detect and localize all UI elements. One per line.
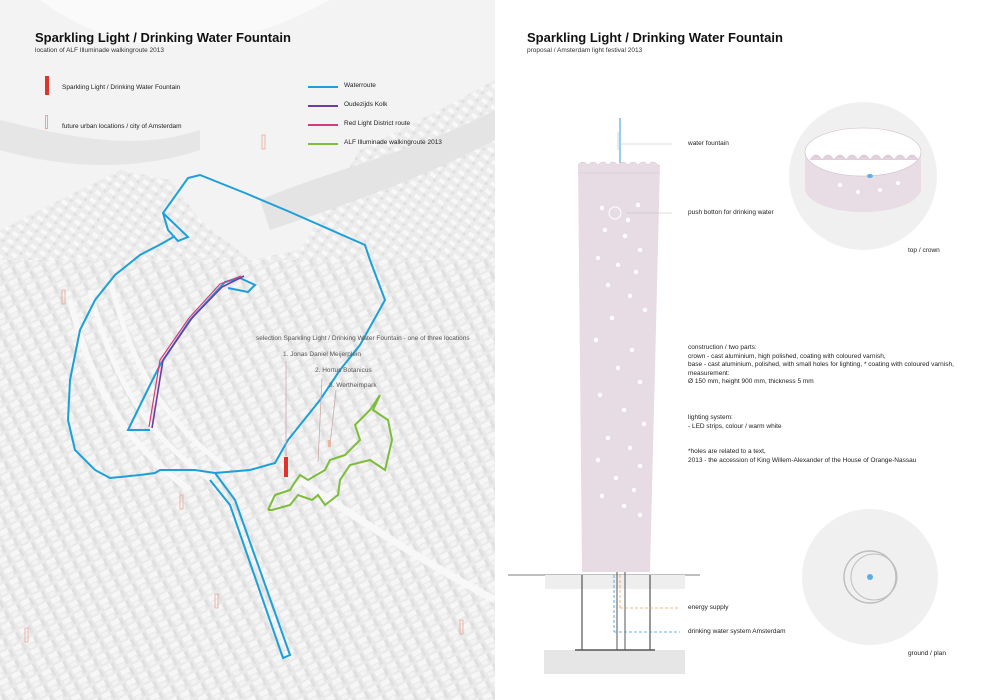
map-panel: Sparkling Light / Drinking Water Fountai…	[0, 0, 495, 700]
foundation-block	[544, 650, 685, 674]
location-1-label: 1. Jonas Daniel Meijerplein	[283, 351, 362, 358]
legend-alf-swatch	[308, 143, 338, 145]
water-fountain-label: water fountain	[688, 140, 729, 147]
push-button-label: push botton for drinking water	[688, 209, 774, 216]
amsterdam-map	[0, 0, 495, 700]
future-marker	[61, 289, 66, 305]
holes-note-line: *holes are related to a text,	[688, 448, 766, 455]
future-marker	[261, 134, 266, 150]
legend-oudezijds-swatch	[308, 105, 338, 107]
legend-redlight-label: Red Light District route	[344, 120, 411, 127]
legend-waterroute-swatch	[308, 86, 338, 88]
top-crown-label: top / crown	[908, 247, 940, 254]
construction-text: construction / two parts: crown - cast a…	[688, 344, 954, 387]
map-title: Sparkling Light / Drinking Water Fountai…	[35, 30, 291, 45]
legend-fountain-label: Sparkling Light / Drinking Water Fountai…	[62, 84, 181, 91]
legend-future-swatch	[45, 115, 48, 129]
legend-waterroute-label: Waterroute	[344, 82, 376, 89]
push-button	[608, 206, 622, 220]
selection-heading: selection Sparkling Light / Drinking Wat…	[256, 335, 470, 342]
future-marker	[214, 593, 219, 609]
holes-note-line: 2013 - the accession of King Willem-Alex…	[688, 456, 917, 464]
location-3-label: 3. Wertheimpark	[329, 382, 377, 389]
future-marker	[24, 627, 29, 643]
proposal-subtitle: proposal / Amsterdam light festival 2013	[527, 47, 643, 54]
construction-line: Ø 150 mm, height 900 mm, thickness 5 mm	[688, 378, 814, 386]
legend-future-label: future urban locations / city of Amsterd…	[62, 123, 182, 130]
legend-alf-label: ALF Illuminade walkingroute 2013	[344, 139, 442, 146]
lighting-line: lighting system:	[688, 414, 733, 421]
fountain-marker	[284, 457, 288, 477]
construction-line: crown - cast aluminium, high polished, c…	[688, 352, 886, 360]
construction-line: measurement:	[688, 369, 730, 377]
oudezijds-path	[151, 275, 245, 429]
legend-redlight-swatch	[308, 124, 338, 126]
legend-oudezijds-label: Oudezijds Kolk	[344, 101, 388, 108]
construction-line: base - cast aluminium, polished, with sm…	[688, 361, 954, 369]
holes-note-text: *holes are related to a text, 2013 - the…	[688, 448, 916, 465]
energy-supply-label: energy supply	[688, 604, 729, 611]
waterroute-path	[66, 173, 387, 660]
future-marker	[179, 494, 184, 510]
future-marker	[459, 619, 464, 635]
construction-line: construction / two parts:	[688, 344, 757, 351]
fountain-drawing	[508, 102, 938, 674]
map-subtitle: location of ALF Illuminade walkingroute …	[35, 47, 164, 54]
ground-plan-label: ground / plan	[908, 650, 946, 657]
drinking-water-label: drinking water system Amsterdam	[688, 628, 786, 635]
lighting-line: - LED strips, colour / warm white	[688, 422, 782, 430]
location-2-label: 2. Hortus Botanicus	[315, 367, 372, 374]
lighting-text: lighting system: - LED strips, colour / …	[688, 414, 782, 431]
proposal-title: Sparkling Light / Drinking Water Fountai…	[527, 30, 783, 45]
alf-route-path	[267, 394, 394, 511]
legend-fountain-swatch	[45, 76, 49, 95]
column-holes	[593, 202, 648, 518]
